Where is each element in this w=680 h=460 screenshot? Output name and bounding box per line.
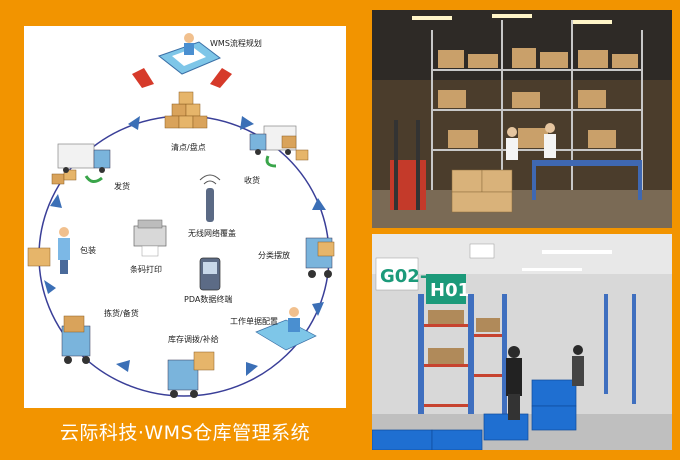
blue-racks-illustration: G02- H01 bbox=[372, 234, 672, 450]
plan-red-arrow-left bbox=[132, 68, 154, 88]
pack-node: 包装 bbox=[27, 227, 96, 274]
sort-label: 分类摆放 bbox=[258, 250, 290, 260]
ring-arrow-8 bbox=[50, 194, 62, 208]
config-label: 工作单据配置 bbox=[230, 316, 278, 326]
pda-label: PDA数据终端 bbox=[184, 294, 232, 304]
receive-label: 收货 bbox=[244, 175, 260, 185]
pick-node: 拣货/备货 bbox=[61, 308, 139, 364]
inventory-label: 清点/盘点 bbox=[171, 142, 206, 152]
barcode-label: 条码打印 bbox=[130, 264, 162, 274]
ring-arrow-3 bbox=[312, 198, 326, 210]
ship-node: 发货 bbox=[51, 143, 130, 191]
pack-label: 包装 bbox=[80, 245, 96, 255]
ring-arrow-6 bbox=[116, 360, 130, 372]
caption-title: 云际科技·WMS仓库管理系统 bbox=[59, 422, 311, 444]
ring-arrows bbox=[44, 116, 326, 376]
receive-green-arrow bbox=[265, 155, 277, 168]
sign-h01: H01 bbox=[430, 280, 470, 301]
wireless-label: 无线网络覆盖 bbox=[188, 228, 236, 238]
warehouse-photo-bottom: G02- H01 bbox=[372, 234, 672, 450]
wms-diagram-panel: WMS流程规划 清点/盘点 收货 bbox=[24, 26, 346, 408]
sort-node: 分类摆放 bbox=[258, 237, 335, 278]
plan-label: WMS流程规划 bbox=[210, 38, 262, 48]
plan-red-arrow-right bbox=[210, 68, 232, 88]
pda-node: PDA数据终端 bbox=[184, 257, 232, 304]
ring-arrow-4 bbox=[312, 302, 324, 316]
ring-arrow-5 bbox=[246, 362, 258, 376]
adjust-node: 库存调拨/补给 bbox=[167, 334, 219, 398]
pick-label: 拣货/备货 bbox=[104, 308, 139, 318]
warehouse-racks-illustration bbox=[372, 10, 672, 228]
warehouse-photo-top bbox=[372, 10, 672, 228]
ship-green-arrow bbox=[84, 175, 103, 183]
plan-node: WMS流程规划 bbox=[132, 33, 262, 88]
ring-arrow-2 bbox=[240, 116, 254, 130]
wireless-node: 无线网络覆盖 bbox=[188, 174, 236, 238]
receive-node: 收货 bbox=[244, 125, 309, 185]
adjust-label: 库存调拨/补给 bbox=[168, 334, 219, 344]
ring-arrow-1 bbox=[128, 116, 140, 130]
inventory-node: 清点/盘点 bbox=[164, 91, 208, 152]
config-node: 工作单据配置 bbox=[230, 307, 317, 351]
wms-cycle-diagram: WMS流程规划 清点/盘点 收货 bbox=[27, 33, 335, 398]
sign-g02: G02- bbox=[380, 266, 427, 287]
ship-label: 发货 bbox=[114, 181, 130, 191]
ring-arrow-7 bbox=[44, 280, 56, 294]
barcode-node: 条码打印 bbox=[130, 219, 167, 274]
